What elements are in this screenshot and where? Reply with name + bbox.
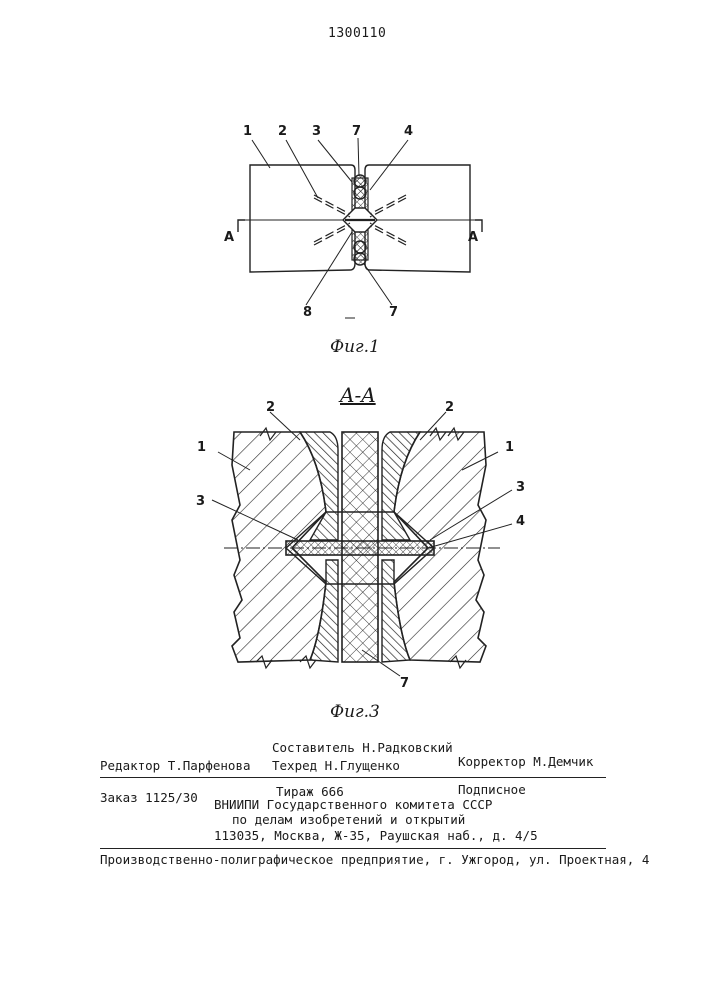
fig3-label-2-left: 2 xyxy=(266,400,275,415)
imprint-order: Заказ 1125/30 xyxy=(100,790,198,805)
fig3-label-2-right: 2 xyxy=(445,400,454,415)
figure-1-drawing xyxy=(238,138,482,318)
fig1-label-7-bottom: 7 xyxy=(389,305,398,320)
imprint-org-line-2: по делам изобретений и открытий xyxy=(232,812,465,827)
fig3-label-1-right: 1 xyxy=(505,440,514,455)
imprint-subscription: Подписное xyxy=(458,782,526,797)
fig1-label-7-top: 7 xyxy=(352,124,361,139)
fig1-label-2: 2 xyxy=(278,124,287,139)
imprint-rule-2 xyxy=(100,848,606,849)
imprint-editor: Редактор Т.Парфенова xyxy=(100,758,251,773)
fig1-panel-right xyxy=(365,165,470,272)
fig1-label-4: 4 xyxy=(404,124,413,139)
fig1-label-A-left: A xyxy=(224,230,234,245)
imprint-compiler: Составитель Н.Радковский xyxy=(272,740,453,755)
fig1-caption: Фиг.1 xyxy=(330,337,380,357)
fig1-label-1: 1 xyxy=(243,124,252,139)
imprint-printer: Производственно-полиграфическое предприя… xyxy=(100,852,649,867)
fig1-label-8: 8 xyxy=(303,305,312,320)
fig3-label-4: 4 xyxy=(516,514,525,529)
fig1-label-A-right: A xyxy=(468,230,478,245)
fig1-label-3: 3 xyxy=(312,124,321,139)
fig3-label-3-left: 3 xyxy=(196,494,205,509)
imprint-techred: Техред Н.Глущенко xyxy=(272,758,400,773)
figure-3-drawing xyxy=(212,412,512,676)
imprint-corrector: Корректор М.Демчик xyxy=(458,754,593,769)
fig3-section-title: A-A xyxy=(340,383,376,407)
imprint-address: 113035, Москва, Ж-35, Раушская наб., д. … xyxy=(214,828,538,843)
imprint-org-line-1: ВНИИПИ Государственного комитета СССР xyxy=(214,797,492,812)
fig3-label-1-left: 1 xyxy=(197,440,206,455)
fig3-caption: Фиг.3 xyxy=(330,702,380,722)
fig3-label-3-right: 3 xyxy=(516,480,525,495)
fig3-label-7: 7 xyxy=(400,676,409,691)
fig1-panel-left xyxy=(250,165,355,272)
imprint-rule-1 xyxy=(100,777,606,778)
